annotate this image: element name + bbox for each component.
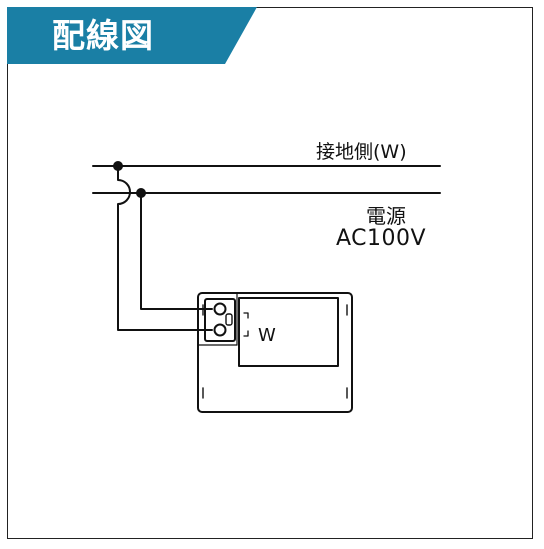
terminal-screw-top [213, 302, 227, 316]
wire-ground-side [117, 165, 213, 331]
voltage-label: AC100V [336, 226, 427, 251]
power-label: 電源 [366, 204, 406, 228]
junction-ground-side [113, 161, 123, 171]
terminal-release-slot [225, 313, 233, 326]
device-panel [238, 297, 339, 367]
wire-hot-side [140, 192, 213, 310]
header-banner [7, 7, 257, 64]
diagram-frame [7, 7, 533, 539]
header-banner-shape [7, 7, 257, 64]
junction-hot-side [136, 188, 146, 198]
terminal-mark-upper [243, 312, 249, 319]
terminal-screw-bottom [213, 323, 227, 337]
terminal-block [204, 298, 236, 342]
header-title: 配線図 [52, 16, 154, 55]
terminal-mark-lower [243, 330, 249, 337]
terminal-w-label: W [258, 325, 276, 346]
ground-side-label: 接地側(W) [316, 141, 407, 163]
device-body [197, 292, 353, 413]
